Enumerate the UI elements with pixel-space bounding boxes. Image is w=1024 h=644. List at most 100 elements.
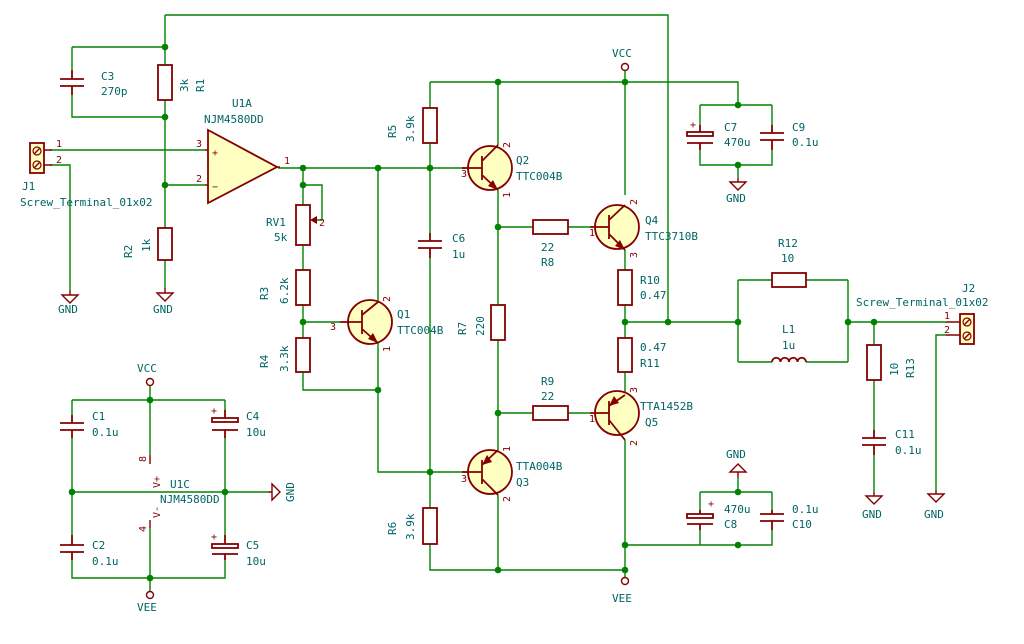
- pin-number: 1: [284, 156, 290, 167]
- resistor-r2[interactable]: R2 1k: [122, 227, 173, 261]
- vee-label: VEE: [137, 601, 157, 614]
- capacitor-c7[interactable]: + C7 470u: [686, 120, 751, 150]
- resistor-r12[interactable]: R12 10: [771, 237, 807, 288]
- power-symbols: GND GND GND GND GND GND GND VCC: [58, 47, 946, 614]
- r13-value: 10: [888, 363, 901, 376]
- capacitor-c9[interactable]: C9 0.1u: [760, 121, 819, 150]
- resistor-r5[interactable]: R5 3.9k: [386, 107, 438, 144]
- opamp-u1c[interactable]: 8 4 V+ V- U1C NJM4580DD: [138, 455, 220, 532]
- potentiometer-rv1[interactable]: 2 RV1 5k: [266, 204, 325, 246]
- r1-ref: R1: [194, 79, 207, 92]
- junction-dot: [494, 566, 502, 574]
- transistor-q4[interactable]: 1 2 3 Q4 TTC3710B: [589, 199, 698, 258]
- pin-number: 2: [502, 496, 513, 502]
- vcc-symbol: VCC: [612, 47, 632, 72]
- capacitor-c5[interactable]: + C5 10u: [211, 532, 266, 568]
- q4-ref: Q4: [645, 214, 659, 227]
- junction-dot: [299, 164, 307, 172]
- gnd-symbol-rotated: GND: [268, 482, 297, 502]
- transistor-q1[interactable]: 3 2 1 Q1 TTC004B: [330, 296, 444, 352]
- vcc-label: VCC: [612, 47, 632, 60]
- junction-dot: [146, 396, 154, 404]
- resistor-r9[interactable]: R9 22: [532, 375, 569, 421]
- pin-number: 8: [138, 456, 149, 462]
- capacitor-c11[interactable]: C11 0.1u: [862, 428, 922, 457]
- c4-ref: C4: [246, 410, 260, 423]
- opamp-u1a[interactable]: + − 3 2 1 U1A NJM4580DD: [196, 97, 290, 205]
- pin-number: 3: [629, 252, 640, 258]
- gnd-symbol: GND: [58, 290, 80, 316]
- junction-dot: [146, 574, 154, 582]
- capacitor-c3[interactable]: C3 270p: [60, 70, 128, 98]
- junctions: [68, 43, 878, 582]
- r12-ref: R12: [778, 237, 798, 250]
- pin-number: 2: [629, 440, 640, 446]
- r6-ref: R6: [386, 522, 399, 535]
- inductor-l1[interactable]: L1 1u: [771, 323, 807, 363]
- pin-number: 3: [461, 169, 467, 180]
- transistor-q2[interactable]: 3 2 1 Q2 TTC004B: [461, 142, 563, 198]
- resistor-r10[interactable]: R10 0.47: [617, 269, 667, 306]
- transistor-q5[interactable]: 1 3 2 TTA1452B Q5: [589, 387, 693, 446]
- capacitor-c1[interactable]: C1 0.1u: [60, 410, 119, 439]
- r3-value: 6.2k: [278, 277, 291, 304]
- r1-value: 3k: [178, 78, 191, 92]
- connector-j2[interactable]: 1 2 J2 Screw_Terminal_01x02: [856, 282, 988, 345]
- pin-number: 3: [196, 139, 202, 150]
- vee-symbol: VEE: [612, 576, 632, 605]
- r3-ref: R3: [258, 287, 271, 300]
- capacitor-c10[interactable]: 0.1u C10: [760, 503, 819, 531]
- junction-dot: [844, 318, 852, 326]
- c2-ref: C2: [92, 539, 105, 552]
- junction-dot: [494, 223, 502, 231]
- capacitor-c6[interactable]: C6 1u: [418, 232, 465, 261]
- polarity-mark: +: [211, 406, 217, 417]
- pin-number: 2: [56, 155, 62, 166]
- resistor-r8[interactable]: 22 R8: [532, 219, 569, 269]
- capacitor-c8[interactable]: + 470u C8: [686, 499, 751, 531]
- resistor-r6[interactable]: R6 3.9k: [386, 507, 438, 545]
- c6-ref: C6: [452, 232, 465, 245]
- resistor-r7[interactable]: R7 220: [456, 304, 506, 341]
- q3-ref: Q3: [516, 476, 529, 489]
- r9-value: 22: [541, 390, 554, 403]
- c2-value: 0.1u: [92, 555, 119, 568]
- vcc-label: VCC: [137, 362, 157, 375]
- j2-value: Screw_Terminal_01x02: [856, 296, 988, 309]
- r5-value: 3.9k: [404, 115, 417, 142]
- gnd-symbol: GND: [924, 490, 946, 521]
- u1c-ref: U1C: [170, 478, 190, 491]
- vminus-label: V-: [152, 506, 163, 518]
- connector-j1[interactable]: 1 2 J1 Screw_Terminal_01x02: [20, 139, 152, 209]
- u1a-value: NJM4580DD: [204, 113, 264, 126]
- resistor-r3[interactable]: R3 6.2k: [258, 269, 311, 306]
- junction-dot: [221, 488, 229, 496]
- resistor-r13[interactable]: 10 R13: [866, 344, 917, 381]
- resistor-r1[interactable]: 3k R1: [157, 64, 207, 101]
- gnd-symbol: GND: [726, 178, 748, 205]
- resistor-r4[interactable]: R4 3.3k: [258, 337, 311, 373]
- pin-number: 1: [589, 228, 595, 239]
- gnd-label: GND: [284, 482, 297, 502]
- pin-number: 2: [319, 218, 325, 229]
- capacitor-c4[interactable]: + C4 10u: [211, 406, 266, 439]
- resistor-r11[interactable]: 0.47 R11: [617, 337, 667, 373]
- r2-ref: R2: [122, 245, 135, 258]
- l1-value: 1u: [782, 339, 795, 352]
- junction-dot: [734, 488, 742, 496]
- pin-number: 3: [330, 322, 336, 333]
- j1-value: Screw_Terminal_01x02: [20, 196, 152, 209]
- pin-number: 3: [461, 474, 467, 485]
- junction-dot: [734, 541, 742, 549]
- rv1-ref: RV1: [266, 216, 286, 229]
- junction-dot: [161, 43, 169, 51]
- transistor-q3[interactable]: 3 1 2 TTA004B Q3: [461, 446, 563, 502]
- vcc-symbol: VCC: [137, 362, 157, 387]
- r6-value: 3.9k: [404, 513, 417, 540]
- junction-dot: [734, 101, 742, 109]
- polarity-mark: +: [690, 120, 696, 131]
- capacitor-c2[interactable]: C2 0.1u: [60, 535, 119, 568]
- gnd-symbol: GND: [862, 492, 884, 521]
- r13-ref: R13: [904, 358, 917, 378]
- opamp-minus-sign: −: [212, 182, 218, 193]
